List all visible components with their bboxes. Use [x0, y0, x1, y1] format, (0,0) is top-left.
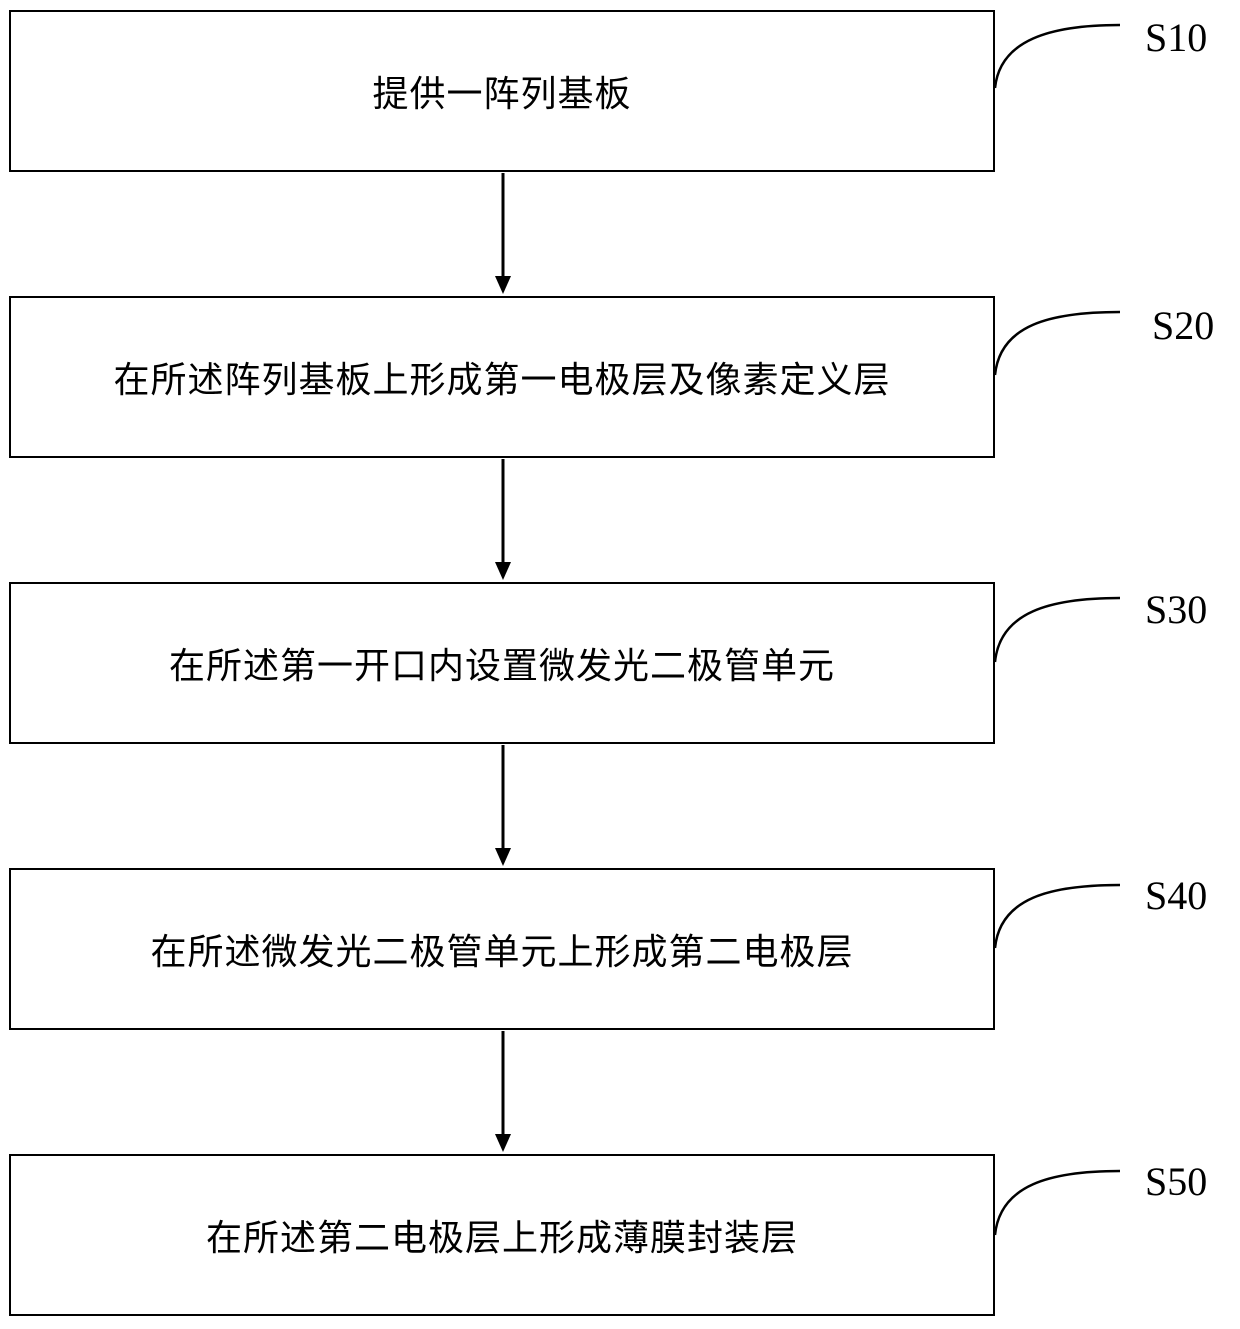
flow-arrow-3	[495, 745, 511, 866]
step-label-s50: S50	[1145, 1158, 1207, 1205]
step-box-s20: 在所述阵列基板上形成第一电极层及像素定义层	[9, 296, 995, 458]
step-text: 在所述第一开口内设置微发光二极管单元	[169, 637, 835, 689]
step-box-s50: 在所述第二电极层上形成薄膜封装层	[9, 1154, 995, 1316]
step-text: 在所述微发光二极管单元上形成第二电极层	[150, 923, 853, 975]
step-label-s10: S10	[1145, 14, 1207, 61]
flow-arrow-1	[495, 173, 511, 294]
step-text: 提供一阵列基板	[372, 65, 631, 117]
step-label-s40: S40	[1145, 872, 1207, 919]
leader-curve-s40	[995, 885, 1120, 948]
step-label-s20: S20	[1152, 302, 1214, 349]
flow-arrow-2	[495, 459, 511, 580]
step-label-s30: S30	[1145, 586, 1207, 633]
leader-curve-s10	[995, 25, 1120, 88]
leader-curve-s20	[995, 312, 1120, 375]
step-text: 在所述第二电极层上形成薄膜封装层	[206, 1209, 798, 1261]
flow-arrow-4	[495, 1031, 511, 1152]
step-box-s40: 在所述微发光二极管单元上形成第二电极层	[9, 868, 995, 1030]
leader-curve-s50	[995, 1171, 1120, 1235]
step-box-s30: 在所述第一开口内设置微发光二极管单元	[9, 582, 995, 744]
step-text: 在所述阵列基板上形成第一电极层及像素定义层	[113, 351, 890, 403]
leader-curve-s30	[995, 598, 1120, 662]
step-box-s10: 提供一阵列基板	[9, 10, 995, 172]
